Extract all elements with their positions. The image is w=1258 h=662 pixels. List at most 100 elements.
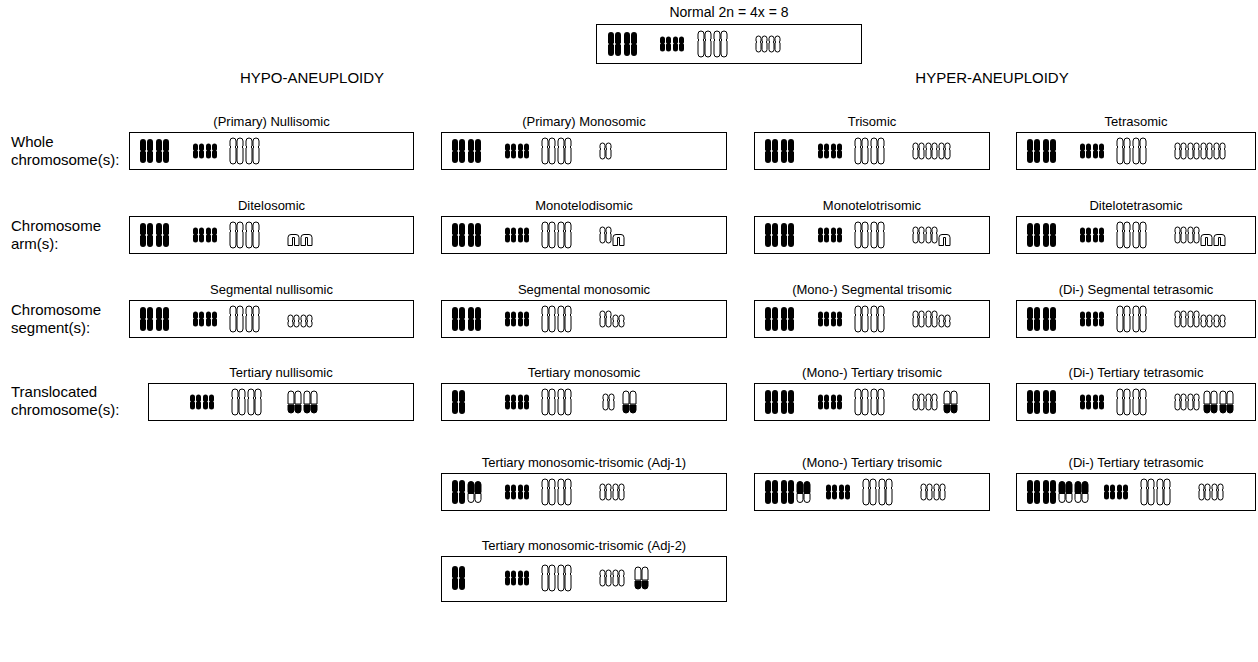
chromosome — [505, 312, 516, 327]
chromosome — [855, 138, 868, 164]
chromosome — [1027, 139, 1040, 163]
panel-heading: (Primary) Nullisomic — [129, 114, 414, 130]
karyotype-panel: Monotelodisomic — [441, 198, 727, 254]
panel-heading: (Mono-) Tertiary trisomic — [754, 455, 990, 471]
chromosome — [468, 139, 481, 163]
chromosome — [1188, 394, 1199, 410]
chromosome — [1075, 482, 1088, 503]
chromosome — [1201, 235, 1212, 246]
chromosome — [818, 144, 829, 159]
chromosome — [921, 484, 932, 500]
panel-heading: Ditelotetrasomic — [1016, 198, 1256, 214]
chromosome — [1175, 311, 1186, 327]
chromosome — [826, 485, 837, 500]
chromosome — [1043, 139, 1056, 163]
chromosome — [230, 222, 243, 248]
chromosome — [781, 480, 794, 504]
chromosome — [1043, 390, 1056, 414]
chromosome — [542, 306, 555, 332]
chromosome — [1212, 484, 1223, 500]
chromosome — [542, 138, 555, 164]
chromosome — [1133, 306, 1146, 332]
karyotype-box — [441, 300, 727, 338]
chromosome — [600, 570, 611, 586]
chromosome — [673, 37, 684, 52]
chromosome — [613, 570, 624, 586]
chromosome — [1104, 485, 1115, 500]
chromosome — [613, 484, 624, 500]
chromosome — [1093, 144, 1104, 159]
karyotype-panel: Tertiary monosomic — [441, 365, 727, 421]
karyotype-panel: (Mono-) Segmental trisomic — [754, 282, 990, 338]
chromosome — [452, 307, 465, 331]
chromosome — [542, 222, 555, 248]
karyotype-panel: Segmental nullisomic — [129, 282, 414, 338]
karyotype-panel: (Primary) Monosomic — [441, 114, 727, 170]
chromosome — [660, 37, 671, 52]
chromosome — [1117, 485, 1128, 500]
chromosome — [944, 391, 957, 413]
chromosome — [600, 484, 611, 500]
chromosome — [765, 307, 778, 331]
chromosome — [623, 391, 636, 413]
karyotype-box — [441, 383, 727, 421]
chromosome — [1080, 395, 1091, 410]
chromosome — [871, 389, 884, 415]
chromosome — [558, 222, 571, 248]
chromosome — [558, 479, 571, 505]
chromosome — [518, 312, 529, 327]
chromosome — [613, 235, 624, 246]
karyotype-box — [1016, 132, 1256, 170]
panel-heading: Tertiary monosomic — [441, 365, 727, 381]
panel-heading: (Di-) Tertiary tetrasomic — [1016, 455, 1256, 471]
karyotype-box — [129, 132, 414, 170]
chromosome — [156, 139, 169, 163]
chromosome — [1080, 228, 1091, 243]
chromosome — [939, 315, 950, 327]
chromosome — [246, 222, 259, 248]
chromosome — [1133, 222, 1146, 248]
chromosome — [206, 312, 217, 327]
chromosome — [558, 138, 571, 164]
chromosome — [518, 228, 529, 243]
chromosome — [603, 394, 614, 410]
chromosome — [818, 312, 829, 327]
chromosome — [600, 143, 611, 159]
chromosome — [624, 32, 637, 56]
chromosome — [193, 144, 204, 159]
panel-heading: (Mono-) Tertiary trisomic — [754, 365, 990, 381]
chromosome — [140, 223, 153, 247]
chromosome — [769, 36, 780, 52]
section-heading: HYPER-ANEUPLOIDY — [872, 69, 1112, 87]
chromosome — [1204, 391, 1217, 413]
panel-heading: Segmental monosomic — [441, 282, 727, 298]
karyotype-box — [441, 132, 727, 170]
chromosome — [1043, 223, 1056, 247]
chromosome — [608, 32, 621, 56]
chromosome — [714, 31, 727, 57]
chromosome — [452, 139, 465, 163]
chromosome — [831, 144, 842, 159]
panel-heading: Tertiary monosomic-trisomic (Adj-2) — [441, 538, 727, 554]
chromosome — [831, 228, 842, 243]
chromosome — [542, 479, 555, 505]
chromosome — [1027, 390, 1040, 414]
karyotype-panel: Normal 2n = 4x = 8 — [596, 4, 862, 64]
row-label: Chromosome segment(s): — [11, 301, 127, 337]
karyotype-panel: (Primary) Nullisomic — [129, 114, 414, 170]
chromosome — [468, 223, 481, 247]
chromosome — [301, 235, 312, 246]
chromosome — [230, 138, 243, 164]
chromosome — [518, 144, 529, 159]
chromosome — [926, 394, 937, 410]
chromosome — [855, 306, 868, 332]
karyotype-box — [754, 132, 990, 170]
karyotype-box — [1016, 473, 1256, 511]
karyotype-panel: Tertiary nullisomic — [148, 365, 414, 421]
chromosome — [913, 394, 924, 410]
chromosome — [1188, 311, 1199, 327]
chromosome — [1141, 479, 1154, 505]
karyotype-box — [754, 473, 990, 511]
